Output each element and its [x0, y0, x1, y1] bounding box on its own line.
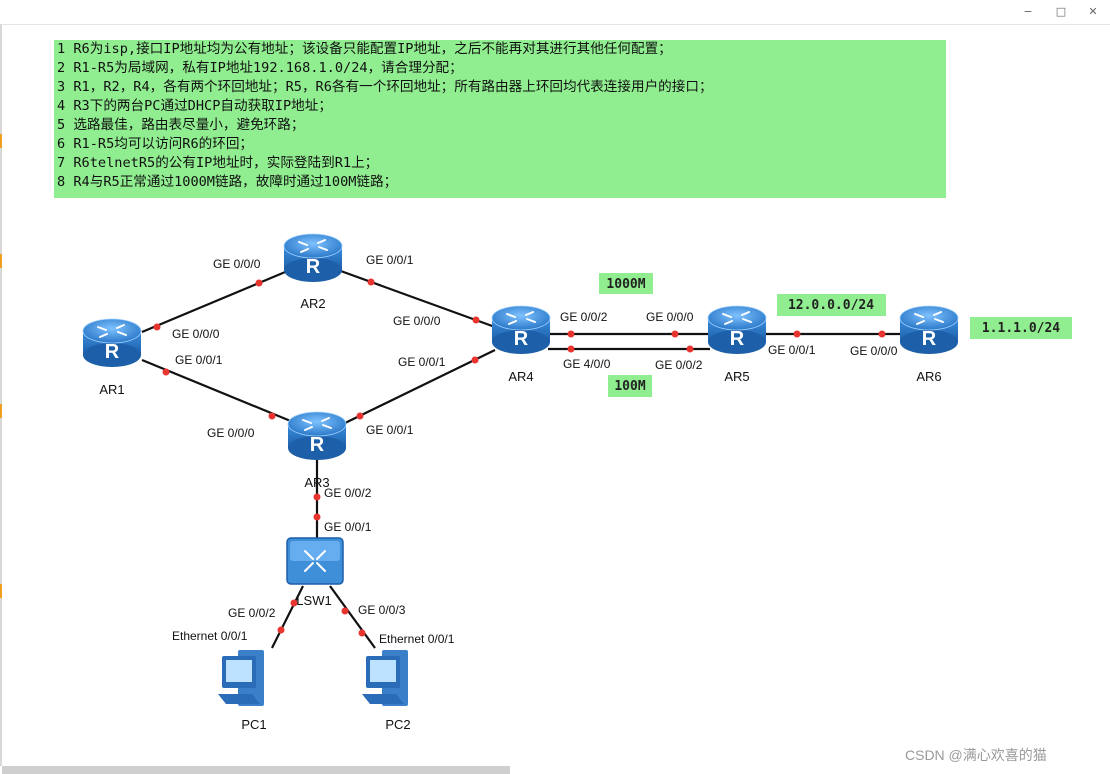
port-dots [153, 278, 886, 637]
pc-icon [362, 650, 408, 706]
router-icon [82, 318, 142, 368]
port-label: GE 0/0/0 [850, 344, 898, 358]
port-label: GE 0/0/0 [207, 426, 255, 440]
router-ar5[interactable]: AR5 [707, 305, 767, 384]
port-label: GE 0/0/0 [393, 314, 441, 328]
device-label-pc1: PC1 [241, 717, 266, 732]
switch-icon [286, 537, 344, 585]
link-lsw1-pc2[interactable] [329, 585, 376, 649]
port-label: GE 0/0/1 [324, 520, 372, 534]
pc-icon [218, 650, 264, 706]
port-label: GE 0/0/1 [768, 343, 816, 357]
horizontal-scrollbar[interactable] [2, 766, 510, 774]
pc-2[interactable]: PC2 [362, 650, 411, 732]
device-label-lsw1: LSW1 [296, 593, 331, 608]
port-label: GE 0/0/0 [172, 327, 220, 341]
device-label-ar2: AR2 [300, 296, 325, 311]
port-label: GE 0/0/1 [366, 253, 414, 267]
router-ar4[interactable]: AR4 [491, 305, 551, 384]
note-12-network[interactable]: 12.0.0.0/24 [777, 294, 886, 316]
pc-1[interactable]: PC1 [218, 650, 267, 732]
port-labels: GE 0/0/0 GE 0/0/1 GE 0/0/0 GE 0/0/1 GE 0… [172, 253, 898, 646]
port-label: GE 0/0/1 [175, 353, 223, 367]
minimize-button[interactable]: − [1023, 5, 1033, 18]
router-ar3[interactable]: AR3 [287, 411, 347, 490]
port-label: GE 0/0/2 [655, 358, 703, 372]
requirement-line: 5 选路最佳，路由表尽量小，避免环路； [57, 117, 305, 133]
router-icon [899, 305, 959, 355]
note-1000m[interactable]: 1000M [599, 273, 653, 294]
requirement-line: 7 R6telnetR5的公有IP地址时，实际登陆到R1上； [57, 155, 379, 171]
requirement-line: 1 R6为isp,接口IP地址均为公有地址；该设备只能配置IP地址，之后不能再对… [57, 41, 672, 57]
device-label-ar1: AR1 [99, 382, 124, 397]
requirements-note[interactable]: 1 R6为isp,接口IP地址均为公有地址；该设备只能配置IP地址，之后不能再对… [54, 40, 946, 198]
router-ar6[interactable]: AR6 [899, 305, 959, 384]
router-ar1[interactable]: AR1 [82, 318, 142, 397]
router-ar2[interactable]: AR2 [283, 233, 343, 311]
maximize-button[interactable]: □ [1055, 5, 1067, 18]
port-label: GE 0/0/2 [228, 606, 276, 620]
requirement-line: 4 R3下的两台PC通过DHCP自动获取IP地址； [57, 98, 332, 114]
close-button[interactable]: ✕ [1088, 5, 1098, 18]
router-icon [287, 411, 347, 461]
port-label: Ethernet 0/0/1 [172, 629, 248, 643]
left-edge-bar [0, 24, 2, 766]
note-100m[interactable]: 100M [608, 375, 652, 397]
port-label: GE 0/0/1 [398, 355, 446, 369]
requirement-line: 3 R1，R2，R4，各有两个环回地址；R5，R6各有一个环回地址；所有路由器上… [57, 79, 713, 95]
note-text: 1000M [606, 277, 645, 292]
port-label: GE 0/0/3 [358, 603, 406, 617]
device-label-ar3: AR3 [304, 475, 329, 490]
link-ar2-ar4[interactable] [337, 268, 496, 329]
router-icon [283, 233, 343, 283]
port-label: GE 0/0/0 [646, 310, 694, 324]
link-lsw1-pc1[interactable] [271, 585, 304, 649]
requirement-line: 6 R1-R5均可以访问R6的环回； [57, 136, 254, 152]
note-text: 12.0.0.0/24 [788, 298, 874, 313]
link-ar1-ar2[interactable] [141, 268, 291, 334]
switch-lsw1[interactable]: LSW1 [286, 537, 344, 608]
device-label-pc2: PC2 [385, 717, 410, 732]
window-titlebar: − □ ✕ [0, 0, 1110, 25]
device-label-ar6: AR6 [916, 369, 941, 384]
port-label: GE 4/0/0 [563, 357, 611, 371]
port-label: Ethernet 0/0/1 [379, 632, 455, 646]
device-label-ar5: AR5 [724, 369, 749, 384]
requirement-line: 8 R4与R5正常通过1000M链路，故障时通过100M链路； [57, 174, 398, 190]
port-label: GE 0/0/0 [213, 257, 261, 271]
router-icon [707, 305, 767, 355]
note-1-network[interactable]: 1.1.1.0/24 [970, 317, 1072, 339]
link-ar3-ar4[interactable] [342, 349, 496, 425]
note-text: 100M [614, 379, 645, 394]
router-icon [491, 305, 551, 355]
note-text: 1.1.1.0/24 [982, 321, 1060, 336]
watermark: CSDN @满心欢喜的猫 [905, 747, 1047, 763]
device-label-ar4: AR4 [508, 369, 533, 384]
port-label: GE 0/0/1 [366, 423, 414, 437]
requirement-line: 2 R1-R5为局域网，私有IP地址192.168.1.0/24，请合理分配； [57, 60, 463, 76]
port-label: GE 0/0/2 [560, 310, 608, 324]
port-label: GE 0/0/2 [324, 486, 372, 500]
